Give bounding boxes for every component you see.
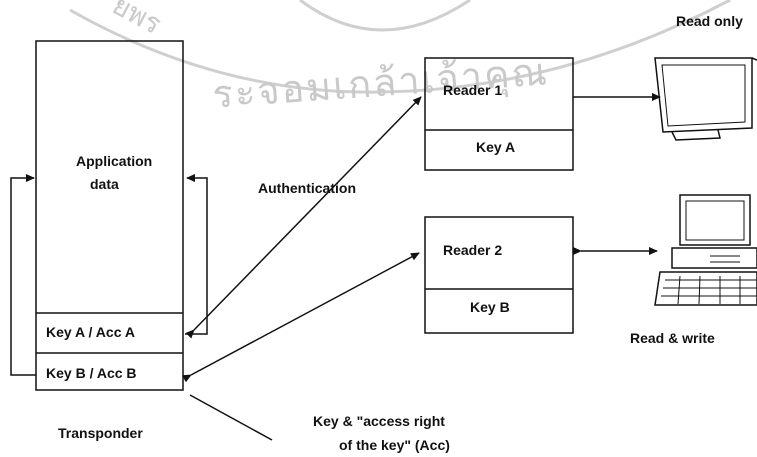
app-data-label-line1: Application: [76, 153, 153, 169]
read-write-label: Read & write: [630, 330, 715, 346]
key-b-access-loop: [10, 174, 36, 376]
key-note-leader: [189, 394, 273, 441]
reader1-label: Reader 1: [443, 82, 503, 98]
reader1-key-label: Key A: [476, 139, 516, 155]
reader2-key-label: Key B: [470, 299, 510, 315]
authentication-label: Authentication: [258, 180, 356, 196]
reader2-label: Reader 2: [443, 242, 503, 258]
authentication-arrow-1: [185, 96, 422, 339]
key-note-line2: of the key" (Acc): [339, 437, 450, 453]
authentication-arrow-2: [182, 252, 420, 383]
transponder-caption: Transponder: [58, 425, 143, 441]
key-a-access-loop: [185, 174, 208, 335]
terminal-read-write-icon: [654, 194, 757, 306]
reader1-box: [424, 57, 574, 171]
transponder-box: [35, 40, 184, 391]
read-only-label: Read only: [676, 13, 743, 29]
reader2-box: [424, 216, 574, 334]
key-b-acc-b-label: Key B / Acc B: [46, 365, 137, 381]
app-data-label-line2: data: [90, 176, 119, 192]
key-a-acc-a-label: Key A / Acc A: [46, 324, 135, 340]
terminal-read-only-icon: [654, 57, 757, 141]
key-note-line1: Key & "access right: [313, 413, 445, 429]
